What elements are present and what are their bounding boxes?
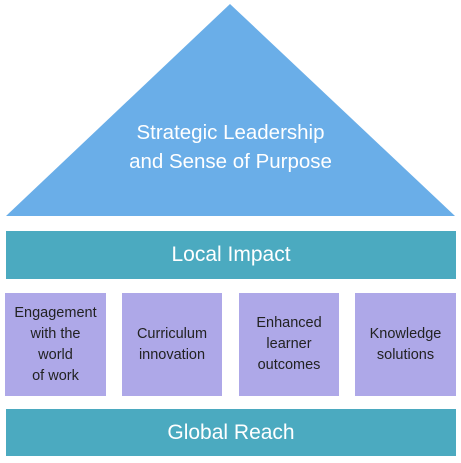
pillar-learner-outcomes: Enhanced learner outcomes xyxy=(239,293,339,396)
pillar-label: Knowledge solutions xyxy=(369,325,442,363)
pillar-label: Enhanced learner outcomes xyxy=(256,315,322,373)
local-impact-band: Local Impact xyxy=(6,231,456,279)
pillar-label: Curriculum innovation xyxy=(136,325,208,363)
roof-label: Strategic Leadership and Sense of Purpos… xyxy=(129,121,332,173)
pillar-curriculum: Curriculum innovation xyxy=(122,293,222,396)
roof-triangle xyxy=(6,4,455,216)
pillar-engagement: Engagement with the world of work xyxy=(5,293,106,396)
roof-shape xyxy=(6,4,455,216)
pillar-knowledge: Knowledge solutions xyxy=(355,293,456,396)
global-reach-band: Global Reach xyxy=(6,409,456,456)
pillar-label: Engagement with the world of work xyxy=(14,304,97,384)
